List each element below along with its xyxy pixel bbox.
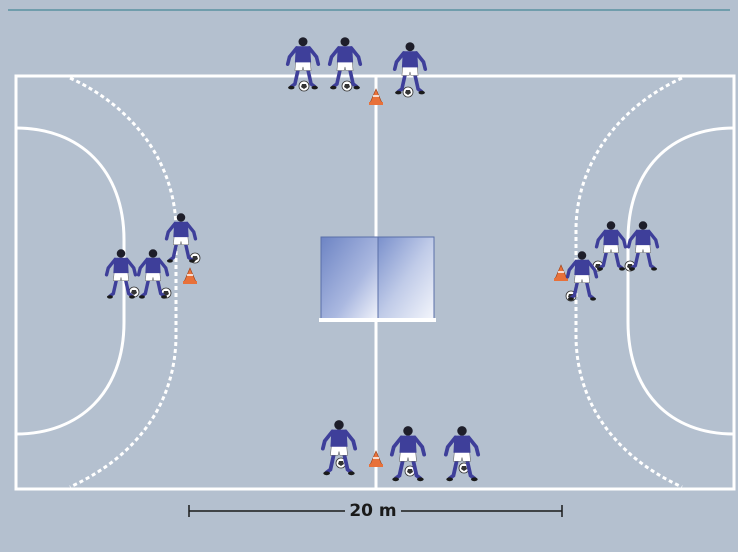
cone-icon: [554, 265, 568, 281]
right-goal-area-line: [628, 128, 734, 434]
cone-icon: [183, 268, 197, 284]
ball-icon: [299, 81, 309, 91]
ball-icon: [403, 87, 413, 97]
cone-icon: [369, 451, 383, 467]
mat-base: [319, 318, 436, 322]
ball-icon: [342, 81, 352, 91]
player-icon: [395, 42, 426, 94]
mat-left: [321, 237, 378, 320]
dimension-label: 20 m: [348, 500, 398, 522]
left-goal-area-line: [16, 128, 124, 434]
mat-icon: [319, 237, 436, 322]
cone-icon: [369, 89, 383, 105]
mat-right: [378, 237, 434, 320]
